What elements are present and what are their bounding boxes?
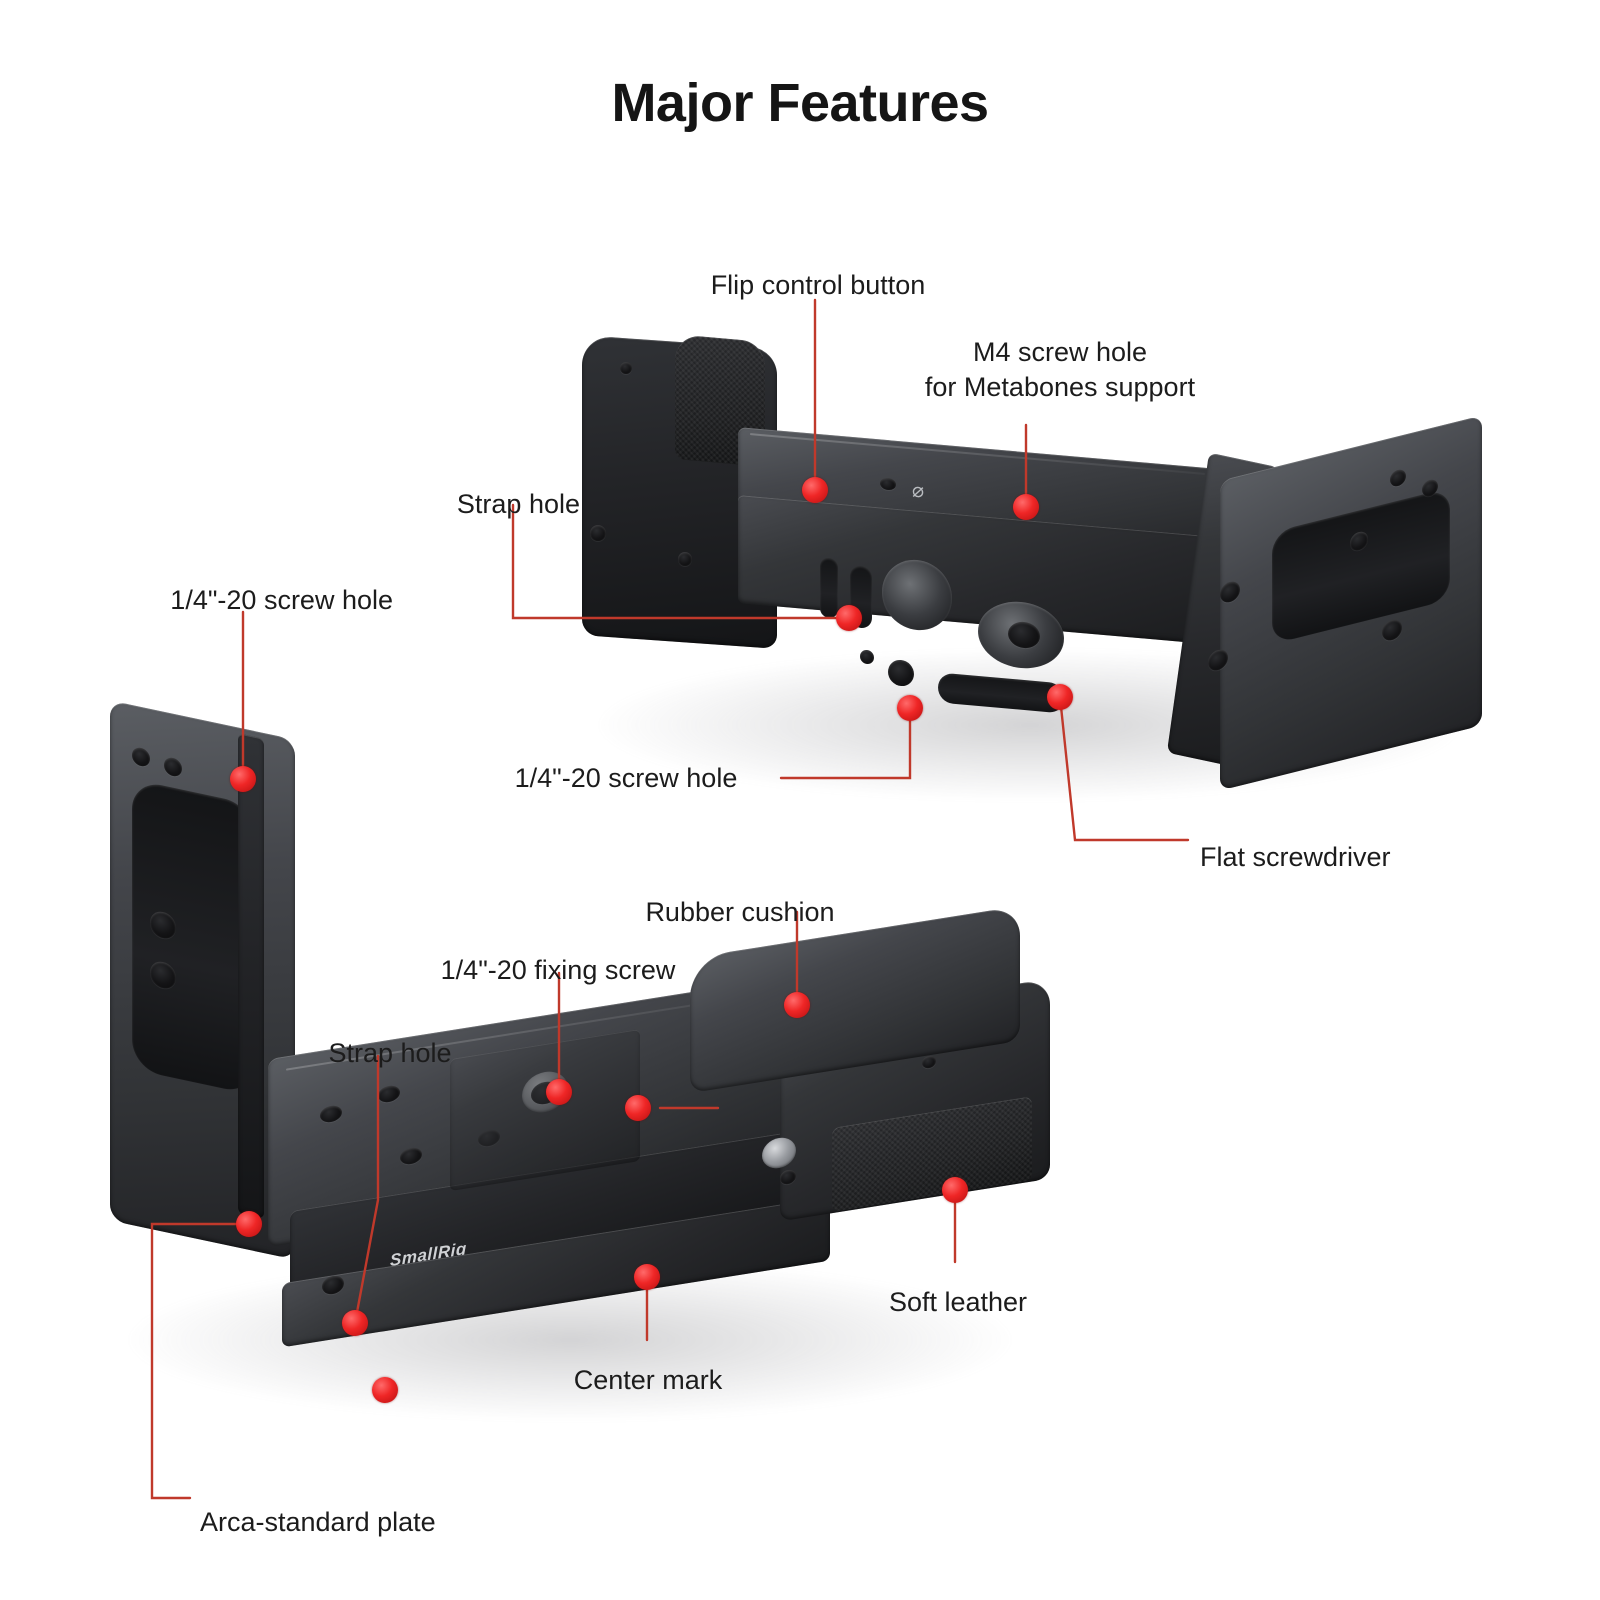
dot-quarter-20-fixing-screw[interactable] xyxy=(546,1079,572,1105)
product-bottom-l-bracket: SmallRig ⌀ xyxy=(90,700,1050,1440)
dot-rubber-cushion-plate[interactable] xyxy=(625,1095,651,1121)
label-quarter-20-screw-hole-center: 1/4"-20 screw hole xyxy=(514,763,738,793)
dot-quarter-20-screw-hole-center[interactable] xyxy=(897,695,923,721)
label-soft-leather: Soft leather xyxy=(888,1287,1028,1317)
label-flat-screwdriver: Flat screwdriver xyxy=(1200,842,1391,872)
product-top-l-bracket: ⌀ xyxy=(560,320,1510,840)
label-m4-screw-hole: M4 screw hole for Metabones support xyxy=(924,337,1196,402)
label-center-mark: Center mark xyxy=(573,1365,723,1395)
dot-quarter-20-screw-hole-left[interactable] xyxy=(230,766,256,792)
dot-arca-standard-plate-a[interactable] xyxy=(236,1211,262,1237)
dot-m4-screw-hole[interactable] xyxy=(1013,494,1039,520)
dot-soft-leather[interactable] xyxy=(942,1177,968,1203)
label-quarter-20-screw-hole-left: 1/4"-20 screw hole xyxy=(170,585,393,615)
dot-strap-hole-top[interactable] xyxy=(836,605,862,631)
label-strap-hole-top: Strap hole xyxy=(456,489,580,519)
page-title: Major Features xyxy=(611,73,989,133)
bottom-wing-window xyxy=(132,779,254,1095)
label-flip-control-button: Flip control button xyxy=(710,270,926,300)
bottom-wing-rail xyxy=(238,733,264,1219)
label-rubber-cushion: Rubber cushion xyxy=(645,897,835,927)
label-strap-hole-bottom: Strap hole xyxy=(328,1038,452,1068)
label-quarter-20-fixing-screw: 1/4"-20 fixing screw xyxy=(440,955,676,985)
dot-rubber-cushion[interactable] xyxy=(784,992,810,1018)
top-strap-slot xyxy=(820,557,838,619)
dot-arca-standard-plate-b[interactable] xyxy=(372,1377,398,1403)
label-arca-standard-plate: Arca-standard plate xyxy=(200,1507,436,1537)
dot-flat-screwdriver[interactable] xyxy=(1047,684,1073,710)
dot-flip-control-button[interactable] xyxy=(802,477,828,503)
dot-center-mark[interactable] xyxy=(634,1264,660,1290)
dot-strap-hole-bottom[interactable] xyxy=(342,1310,368,1336)
